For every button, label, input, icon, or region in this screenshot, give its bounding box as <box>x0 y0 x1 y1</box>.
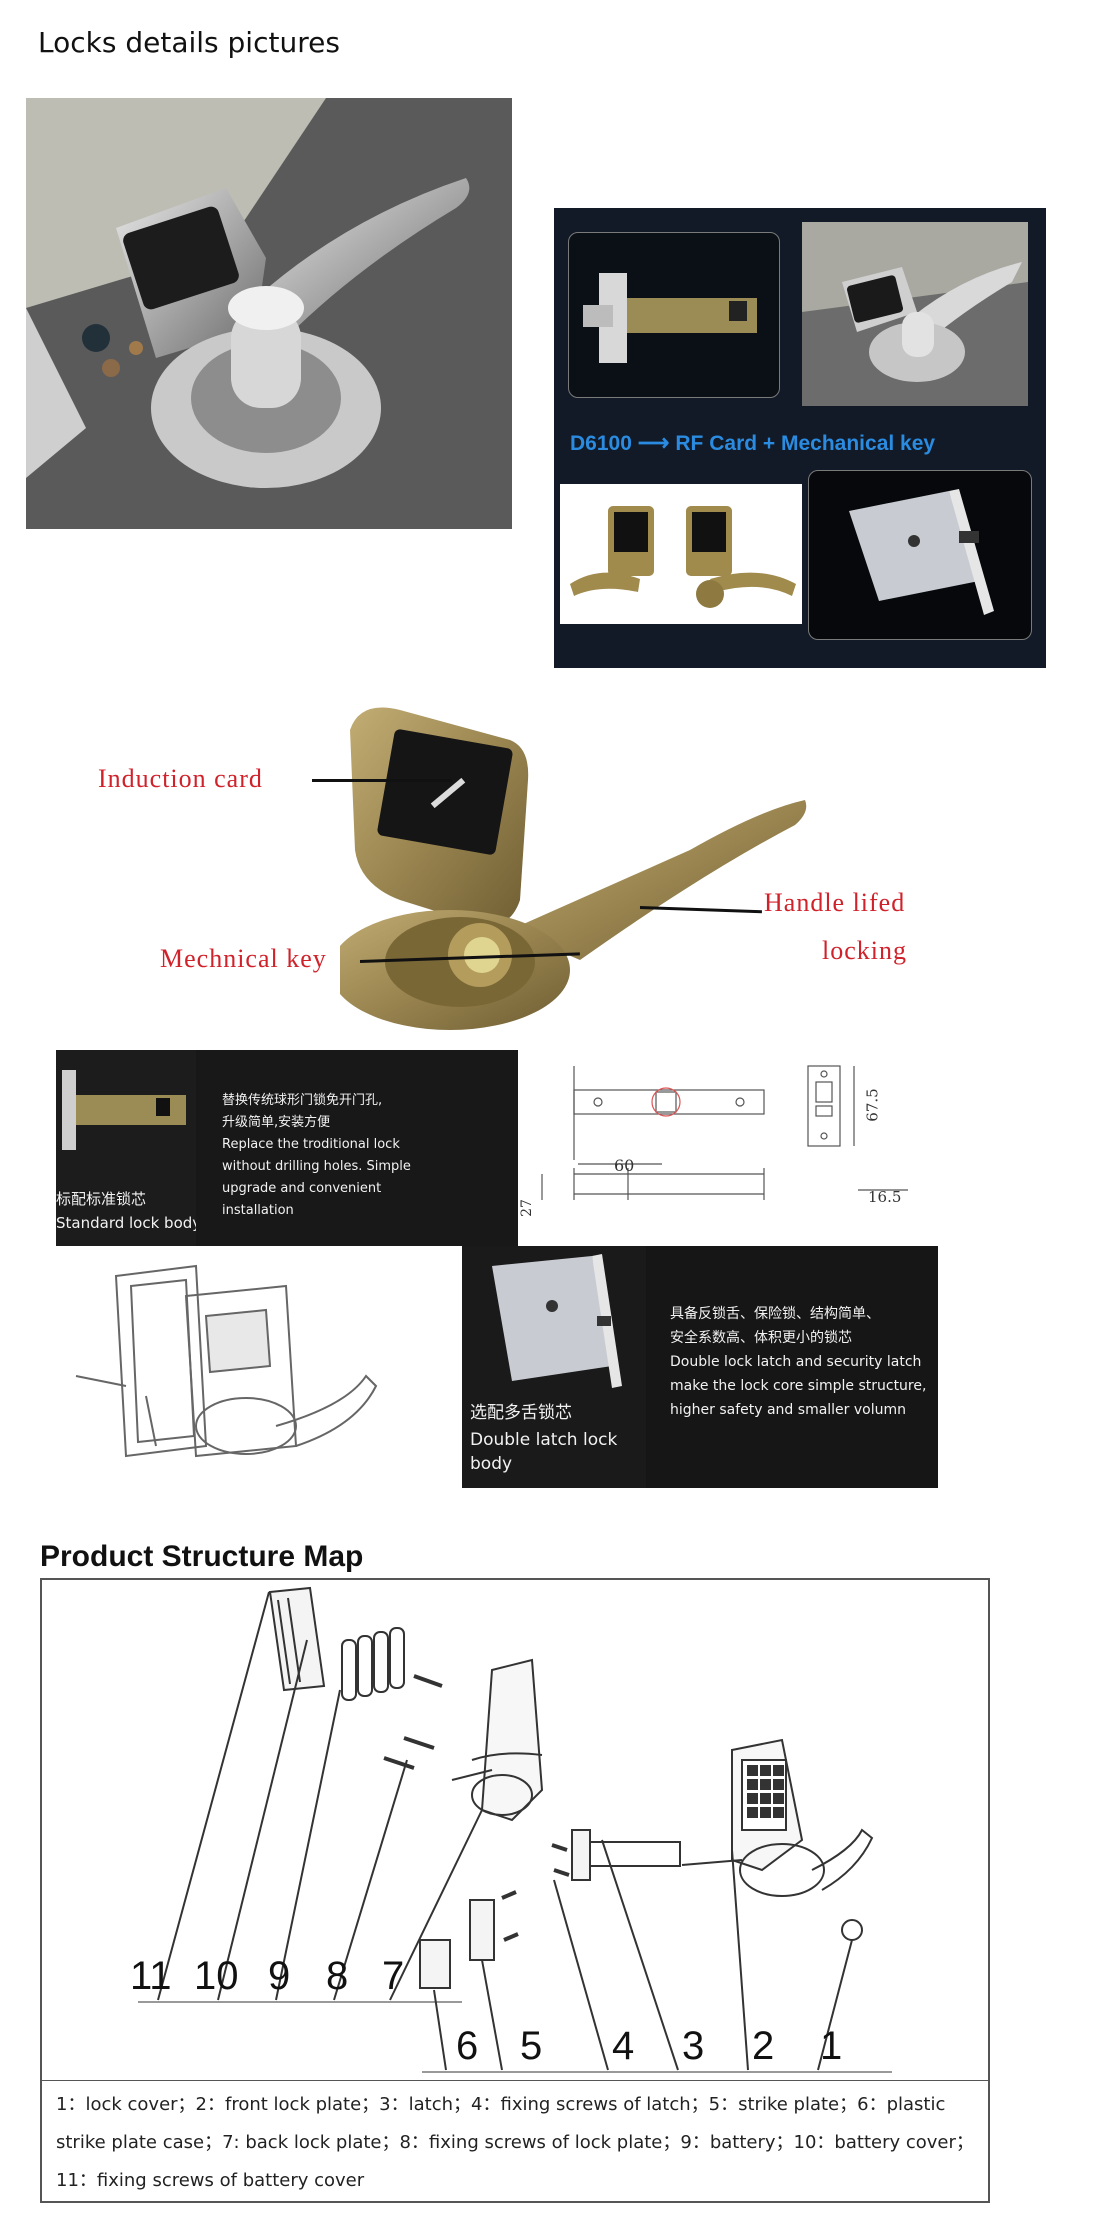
mechanical-key-label: Mechnical key <box>160 944 327 973</box>
standard-desc-cell: 替换传统球形门锁免开门孔, 升级简单,安装方便 Replace the trod… <box>196 1050 518 1246</box>
handle-label-line1: Handle lifed <box>764 888 906 917</box>
dim-27-label: 27 <box>518 1199 535 1217</box>
double-latch-cell: 选配多舌锁芯 Double latch lock body <box>462 1246 646 1488</box>
double-en-desc: Double lock latch and security latch mak… <box>670 1354 927 1418</box>
standard-cn-desc-2: 升级简单,安装方便 <box>222 1115 331 1130</box>
latch-thumbnail <box>568 232 780 398</box>
model-label: D6100 <box>570 432 632 455</box>
standard-cn-desc-1: 替换传统球形门锁免开门孔, <box>222 1093 383 1108</box>
double-desc-cell: 具备反锁舌、保险锁、结构简单、 安全系数高、体积更小的锁芯 Double loc… <box>646 1246 938 1488</box>
legend-line-2: strike plate case；7: back lock plate；8：f… <box>56 2132 974 2153</box>
dim-60-label: 60 <box>614 1156 635 1175</box>
page-heading: Locks details pictures <box>38 26 340 59</box>
lock-line-drawing-cell <box>56 1246 462 1488</box>
silver-lock-thumbnail <box>802 222 1028 406</box>
dimension-drawing-cell: 60 67.5 16.5 27 <box>518 1050 938 1246</box>
induction-pointer-line <box>312 779 452 782</box>
legend-separator <box>42 2080 988 2081</box>
double-cn-desc-2: 安全系数高、体积更小的锁芯 <box>670 1330 852 1346</box>
silver-lock-photo <box>26 98 512 529</box>
double-cn-label: 选配多舌锁芯 <box>470 1403 572 1423</box>
dim-675-label: 67.5 <box>863 1088 882 1122</box>
part-number-7: 7 <box>382 1954 405 1998</box>
mortise-thumbnail <box>808 470 1032 640</box>
part-number-8: 8 <box>326 1954 349 1998</box>
rf-card-panel: D6100 ⟶ RF Card + Mechanical key <box>554 208 1046 668</box>
part-number-6: 6 <box>456 2024 479 2068</box>
legend-line-1: 1：lock cover；2：front lock plate；3：latch；… <box>56 2094 946 2115</box>
part-number-3: 3 <box>682 2024 705 2068</box>
standard-cn-label: 标配标准锁芯 <box>56 1190 147 1208</box>
induction-card-label: Induction card <box>98 764 263 793</box>
part-number-2: 2 <box>752 2024 775 2068</box>
part-number-11: 11 <box>130 1954 172 1998</box>
standard-lock-cell: 标配标准锁芯 Standard lock body <box>56 1050 201 1246</box>
standard-en-label: Standard lock body <box>56 1214 202 1232</box>
double-cn-desc-1: 具备反锁舌、保险锁、结构简单、 <box>670 1306 880 1322</box>
rf-feature-label: RF Card + Mechanical key <box>675 432 936 455</box>
handle-label-line2: locking <box>822 936 907 965</box>
bronze-locks-thumbnail <box>560 484 802 624</box>
bronze-lock-photo <box>340 700 810 1030</box>
arrow-icon: ⟶ <box>637 430 676 455</box>
part-number-9: 9 <box>268 1954 291 1998</box>
structure-map-frame: 11 10 9 8 7 6 5 4 3 2 1 1：lock cover；2：f… <box>40 1578 990 2203</box>
part-number-1: 1 <box>820 2024 843 2068</box>
rf-caption: D6100 ⟶ RF Card + Mechanical key <box>570 430 935 456</box>
legend-line-3: 11：fixing screws of battery cover <box>56 2170 365 2191</box>
double-en-label: Double latch lock body <box>470 1430 618 1474</box>
structure-title: Product Structure Map <box>40 1540 364 1573</box>
feature-grid: 标配标准锁芯 Standard lock body 替换传统球形门锁免开门孔, … <box>56 1050 938 1488</box>
part-number-4: 4 <box>612 2024 635 2068</box>
part-number-10: 10 <box>194 1954 239 1998</box>
part-number-5: 5 <box>520 2024 543 2068</box>
dim-165-label: 16.5 <box>868 1188 902 1206</box>
exploded-diagram <box>138 1586 892 2073</box>
standard-en-desc: Replace the troditional lock without dri… <box>222 1137 411 1218</box>
